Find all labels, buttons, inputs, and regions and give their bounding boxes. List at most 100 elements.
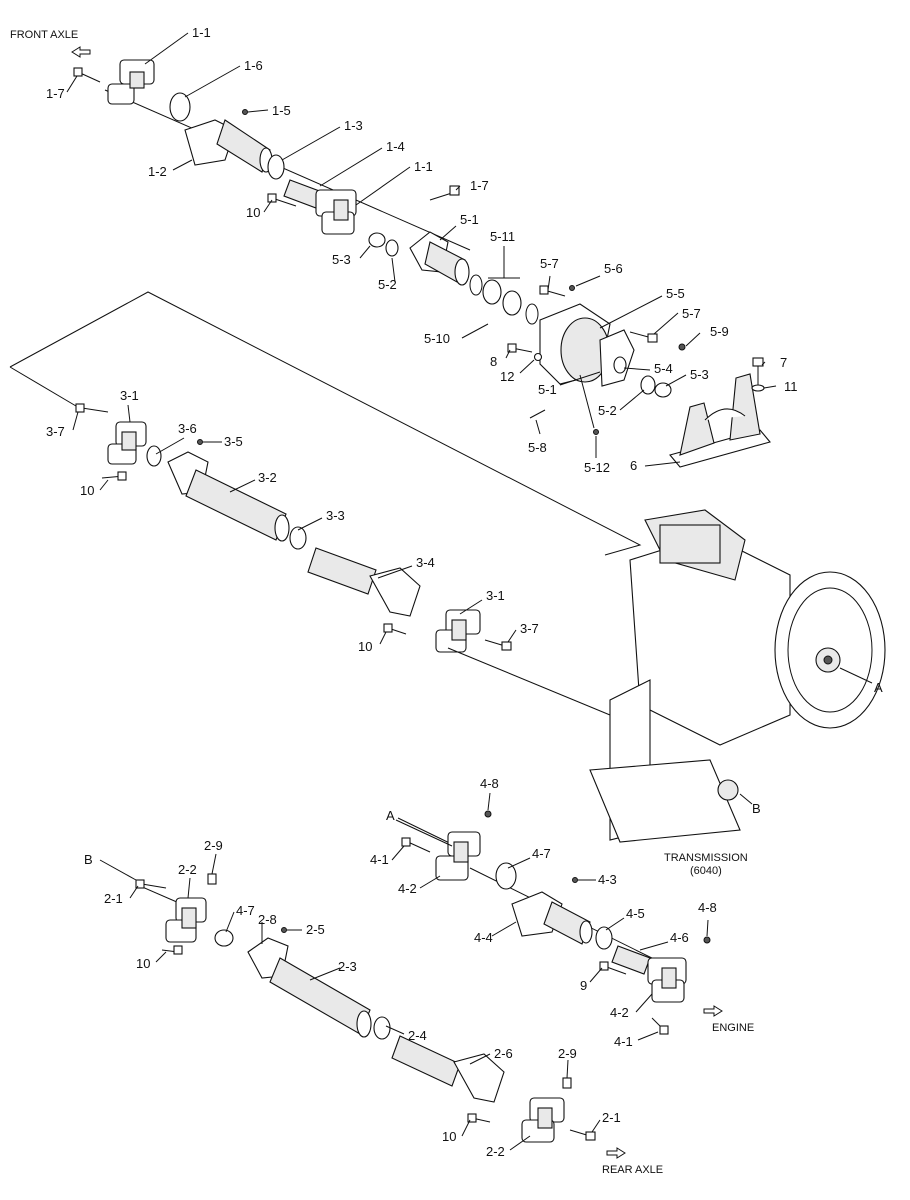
front-axle-indicator: FRONT AXLE [10,29,91,58]
leader-lines [66,32,777,1151]
spline-shaft-2-6 [391,1035,505,1103]
callout-5-2b: 5-2 [598,403,617,418]
callout-3-3: 3-3 [326,508,345,523]
callout-1-7a: 1-7 [46,86,65,101]
reference-outline [9,291,642,556]
grease-fitting-3-5 [197,439,203,445]
seal-2-4 [373,1016,391,1040]
support-bracket-6 [669,373,771,468]
callout-1-5: 1-5 [272,103,291,118]
dust-cap-1-6 [169,92,191,122]
callout-3-6: 3-6 [178,421,197,436]
callout-4-7a: 4-7 [532,846,551,861]
callout-2-1b: 2-1 [602,1110,621,1125]
bolt-4-1-bottom [651,1017,669,1035]
bolt-10-top [267,193,297,207]
bolt-1-7-top [73,67,101,83]
transmission-caption: TRANSMISSION (6040) [664,852,748,877]
callout-5-7a: 5-7 [540,256,559,271]
callout-10e: 10 [442,1129,456,1144]
front-shaft-assembly [73,59,471,251]
bolt-2-1-right [569,1129,596,1141]
bolt-10-middle-left [101,471,127,481]
bolt-3-7-left [75,403,109,413]
universal-joint-2-2-left [165,897,207,943]
bearing-housing-5-5 [539,303,635,387]
callout-2-5: 2-5 [306,922,325,937]
engine-arrow-icon [703,1005,723,1017]
transmission-label: TRANSMISSION [664,852,748,864]
callout-5-7b: 5-7 [682,306,701,321]
nut-5-3-left [368,232,386,248]
callout-2-8: 2-8 [258,912,277,927]
front-axle-label: FRONT AXLE [10,29,78,41]
callout-4-2b: 4-2 [610,1005,629,1020]
seal-3-3 [289,526,307,550]
bolt-7 [752,357,764,386]
callout-2-2a: 2-2 [178,862,197,877]
callout-3-2: 3-2 [258,470,277,485]
snap-rings-5-11 [469,274,539,325]
bolt-10-middle-right [383,623,407,635]
callout-4-6: 4-6 [670,930,689,945]
nut-5-3-right [654,382,672,398]
callout-4-2a: 4-2 [398,881,417,896]
output-coupling-b [717,779,739,801]
bolt-2-1-left [135,879,167,889]
spline-shaft-3-4 [307,547,421,617]
universal-joint-1-1-middle [315,189,357,235]
callout-B-transmission: B [752,801,761,816]
callout-12: 12 [500,369,514,384]
callout-6: 6 [630,458,637,473]
callout-5-3b: 5-3 [690,367,709,382]
grease-fitting-2-9-right [562,1077,572,1089]
callout-2-1a: 2-1 [104,891,123,906]
bolt-4-1-top [401,837,431,853]
callout-5-10: 5-10 [424,331,450,346]
spline-shaft-4-6 [611,945,651,975]
grease-fitting-5-6 [569,285,575,291]
middle-shaft-assembly [75,403,611,716]
callout-3-1b: 3-1 [486,588,505,603]
fitting-5-9 [678,343,686,351]
transmission-6040 [589,509,886,843]
bolt-5-7-right [629,331,658,343]
grease-fitting-2-5 [281,927,287,933]
callout-2-3: 2-3 [338,959,357,974]
seal-4-5 [595,926,613,950]
callout-1-1b: 1-1 [414,159,433,174]
rear-axle-arrow-icon [606,1147,626,1159]
callout-2-9b: 2-9 [558,1046,577,1061]
callout-4-8b: 4-8 [698,900,717,915]
bolt-9 [599,961,627,975]
callout-2-2b: 2-2 [486,1144,505,1159]
bolt-8 [507,343,533,353]
callout-5-6: 5-6 [604,261,623,276]
washer-12 [533,352,543,362]
callout-10c: 10 [358,639,372,654]
engine-indicator: ENGINE [703,1005,754,1034]
universal-joint-3-1-left [107,421,147,465]
universal-joint-3-1-right [435,609,481,653]
callout-3-1a: 3-1 [120,388,139,403]
slip-yoke-1-2 [184,119,273,173]
callout-11: 11 [784,379,798,394]
grease-fitting-5-12 [593,429,599,435]
callout-3-5: 3-5 [224,434,243,449]
yoke-5-1-left [409,231,470,286]
grease-fitting-1-5 [242,109,248,115]
callout-4-7b: 4-7 [236,903,255,918]
slip-yoke-4-4 [511,891,593,945]
callout-2-9a: 2-9 [204,838,223,853]
callout-5-5: 5-5 [666,286,685,301]
callout-1-2: 1-2 [148,164,167,179]
callout-5-11: 5-11 [490,229,515,244]
callout-1-6: 1-6 [244,58,263,73]
transmission-model: (6040) [690,865,722,877]
callout-5-12: 5-12 [584,460,610,475]
bolt-10-rear-left [161,945,183,955]
bolt-10-rear-right [467,1113,491,1123]
tube-yoke-2-3 [247,937,372,1038]
callout-A-shaft: A [386,808,395,823]
